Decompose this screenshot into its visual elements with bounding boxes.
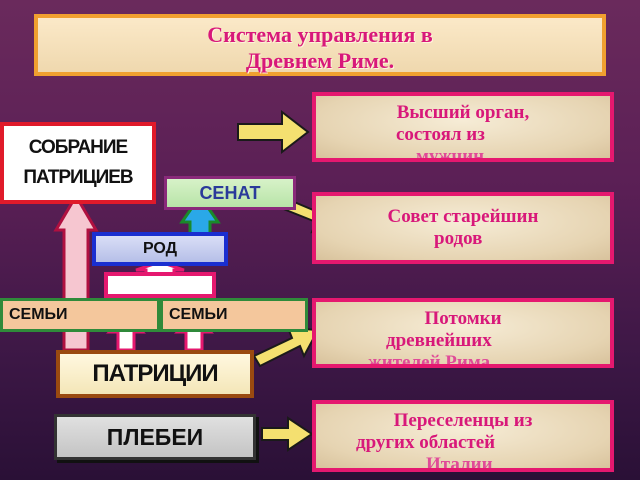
desc-patricii-line-2: древнейших bbox=[386, 330, 492, 351]
patricii-box: ПАТРИЦИИ bbox=[56, 350, 254, 398]
sobranie-patriciev-box: СОБРАНИЕ ПАТРИЦИЕВ bbox=[0, 122, 156, 204]
plebei-box: ПЛЕБЕИ bbox=[54, 414, 256, 460]
semya-label-1: СЕМЬИ bbox=[9, 306, 68, 323]
desc-sobranie: Высший орган, состоял из мужчин bbox=[312, 92, 614, 162]
page-title: Система управления в Древнем Риме. bbox=[34, 14, 606, 76]
desc-plebei-line-2: других областей bbox=[356, 432, 496, 453]
desc-sobranie-line-2: состоял из bbox=[396, 124, 485, 145]
desc-senat: Совет старейшин родов bbox=[312, 192, 614, 264]
sobranie-label-1: СОБРАНИЕ bbox=[28, 137, 128, 158]
plebei-label: ПЛЕБЕИ bbox=[106, 423, 204, 450]
semya-label-2: СЕМЬИ bbox=[169, 306, 228, 323]
senat-label: СЕНАТ bbox=[199, 182, 261, 203]
desc-sobranie-line-1: Высший орган, bbox=[396, 102, 530, 123]
desc-patricii-line-3: жителей Рима bbox=[368, 352, 491, 368]
desc-plebei: Переселенцы из других областей Италии bbox=[312, 400, 614, 472]
arrow-to-desc-patricii bbox=[252, 326, 320, 368]
rod-label: РОД bbox=[142, 240, 178, 257]
sobranie-label-2: ПАТРИЦИЕВ bbox=[23, 167, 133, 188]
title-line-1: Система управления в bbox=[207, 22, 433, 47]
semya-box-1: СЕМЬИ bbox=[0, 298, 160, 332]
desc-patricii-line-1: Потомки bbox=[424, 308, 502, 329]
desc-plebei-line-1: Переселенцы из bbox=[393, 410, 533, 431]
desc-senat-line-1: Совет старейшин bbox=[387, 206, 539, 227]
arrow-to-desc-sobranie bbox=[237, 109, 310, 155]
rod-connector-bar bbox=[104, 272, 216, 298]
rod-box: РОД bbox=[92, 232, 228, 266]
title-line-2: Древнем Риме. bbox=[245, 48, 395, 73]
senat-box: СЕНАТ bbox=[164, 176, 296, 210]
arrow-to-desc-plebei bbox=[261, 416, 314, 452]
patricii-label: ПАТРИЦИИ bbox=[92, 360, 218, 387]
desc-patricii: Потомки древнейших жителей Рима bbox=[312, 298, 614, 368]
desc-plebei-line-3: Италии bbox=[426, 454, 493, 472]
desc-sobranie-line-3: мужчин bbox=[416, 146, 485, 162]
semya-box-2: СЕМЬИ bbox=[160, 298, 308, 332]
desc-senat-line-2: родов bbox=[434, 228, 483, 249]
